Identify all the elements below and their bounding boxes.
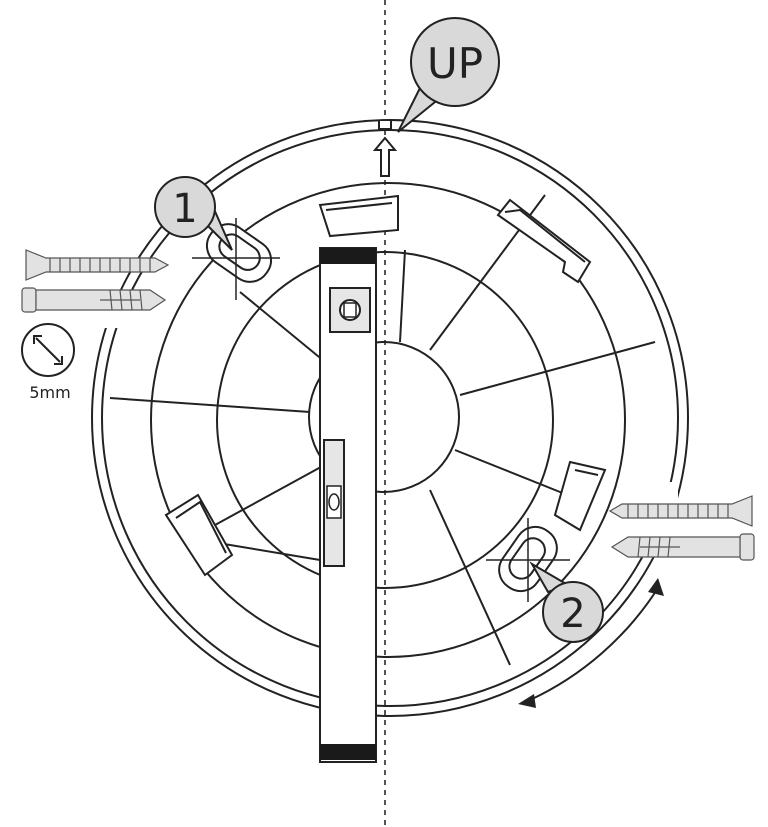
screw-icon xyxy=(25,249,170,281)
wall-plug-icon xyxy=(21,287,167,313)
spirit-level-icon xyxy=(319,247,377,763)
mounting-base-inner-rings xyxy=(150,182,626,658)
callout-2-label: 2 xyxy=(560,591,585,637)
mounting-slot-2 xyxy=(486,518,570,602)
up-label: UP xyxy=(427,39,483,88)
diameter-icon xyxy=(21,323,75,377)
mounting-clip-right xyxy=(553,460,607,532)
callout-1-label: 1 xyxy=(172,186,197,232)
mounting-clip-top-right xyxy=(496,198,592,284)
mounting-clip-top xyxy=(318,194,399,238)
mounting-clip-left xyxy=(164,493,234,577)
callout-2 xyxy=(529,561,604,643)
screw-icon xyxy=(608,495,753,527)
up-arrow-icon xyxy=(372,136,398,177)
up-callout xyxy=(397,17,500,133)
drill-size-label: 5mm xyxy=(29,383,70,402)
wall-plug-icon xyxy=(610,533,755,561)
rotation-arrow-icon xyxy=(518,578,664,708)
up-notch xyxy=(378,121,392,130)
callout-1 xyxy=(154,176,233,251)
